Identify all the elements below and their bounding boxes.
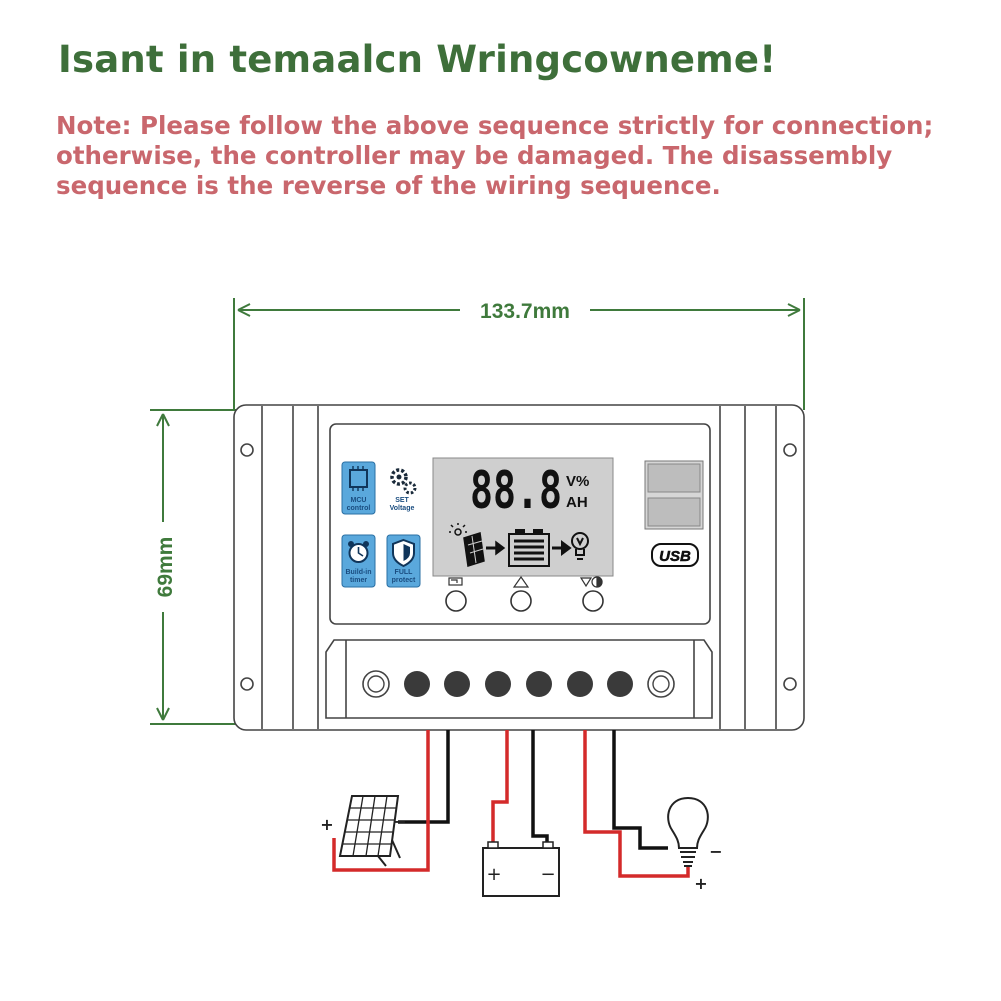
- terminal-screw: [444, 671, 470, 697]
- lcd-battery-icon: [508, 529, 572, 567]
- timer-label-2: timer: [350, 577, 367, 584]
- width-dimension: [233, 298, 805, 410]
- timer-label-1: Build-in: [345, 569, 371, 576]
- gears-icon: SET Voltage: [390, 468, 417, 512]
- lcd-sun-panel-icon: [449, 523, 506, 567]
- load-negative-wire: [612, 730, 668, 850]
- note-line-1: Note: Please follow the above sequence s…: [56, 111, 934, 140]
- lcd-unit-top: V%: [566, 473, 589, 490]
- height-dimension: [150, 409, 240, 725]
- gears-label-1: SET: [395, 497, 409, 504]
- up-button[interactable]: [510, 590, 532, 612]
- cable-gland-right: [647, 670, 675, 698]
- battery-plus-label: +: [486, 864, 501, 885]
- solar-negative-wire: [398, 730, 450, 824]
- lcd-bulb-icon: [571, 532, 589, 560]
- light-bulb-icon: − +: [667, 796, 723, 893]
- usb-icon: USB: [651, 543, 699, 567]
- terminal-screw: [567, 671, 593, 697]
- terminal-screw: [404, 671, 430, 697]
- battery-minus-label: −: [540, 864, 555, 885]
- gears-label-2: Voltage: [390, 505, 415, 512]
- wires: [332, 730, 690, 878]
- lcd-display: 88.8 V% AH: [432, 457, 614, 577]
- mcu-label-1: MCU: [351, 497, 367, 504]
- cable-gland-left: [362, 670, 390, 698]
- battery-positive-wire: [491, 730, 509, 848]
- mcu-chip-icon: MCU control: [341, 461, 376, 515]
- mcu-label-2: control: [347, 505, 371, 512]
- load-positive-wire: [583, 730, 690, 878]
- width-label: 133.7mm: [480, 300, 570, 323]
- terminal-screw: [607, 671, 633, 697]
- page-title: Isant in temaalcn Wringcowneme!: [58, 38, 777, 81]
- lcd-unit-bottom: AH: [566, 494, 588, 511]
- lcd-digits: 88.8: [470, 461, 562, 521]
- note-line-3: sequence is the reverse of the wiring se…: [56, 171, 721, 200]
- shield-icon: FULL protect: [386, 534, 421, 588]
- mode-button[interactable]: [445, 590, 467, 612]
- battery-icon: + −: [482, 841, 560, 897]
- protect-label-1: FULL: [395, 569, 414, 576]
- protect-label-2: protect: [392, 577, 416, 584]
- usb-label: USB: [659, 548, 691, 565]
- terminal-screws: [404, 671, 633, 697]
- button-icons: [448, 575, 603, 588]
- terminal-screw: [526, 671, 552, 697]
- solar-minus-label: −: [393, 812, 406, 831]
- note-line-2: otherwise, the controller may be damaged…: [56, 141, 893, 170]
- status-led-panel: [644, 460, 704, 530]
- bulb-minus-label: −: [709, 842, 722, 861]
- bulb-plus-label: +: [694, 874, 707, 893]
- height-label: 69mm: [154, 537, 177, 598]
- battery-negative-wire: [531, 730, 549, 848]
- terminal-screw: [485, 671, 511, 697]
- mounting-holes: [240, 443, 797, 691]
- down-button[interactable]: [582, 590, 604, 612]
- solar-positive-wire: [332, 730, 430, 872]
- solar-panel-icon: + −: [320, 795, 407, 867]
- alarm-clock-icon: Build-in timer: [341, 534, 376, 588]
- solar-plus-label: +: [320, 815, 333, 834]
